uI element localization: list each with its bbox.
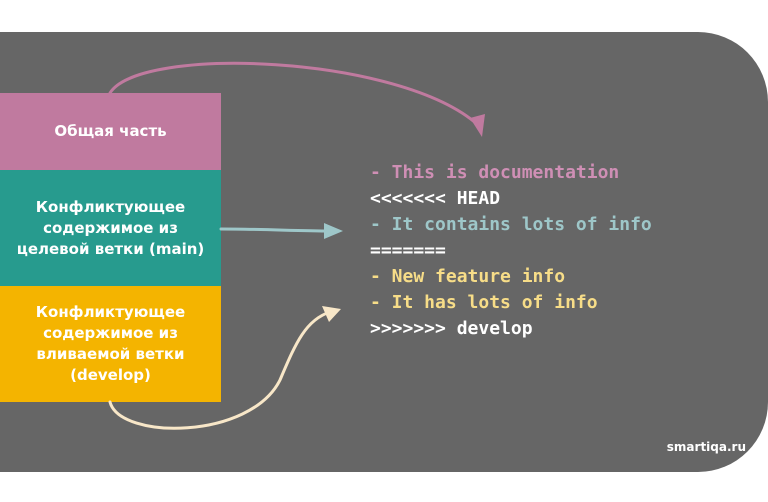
develop-branch-label-line-2: содержимое из bbox=[43, 324, 178, 342]
main-arrowhead-icon bbox=[324, 223, 343, 239]
main-arrow bbox=[219, 227, 332, 233]
develop-branch-box: Конфликтующее содержимое из вливаемой ве… bbox=[0, 286, 221, 402]
conflict-code-block: - This is documentation <<<<<<< HEAD - I… bbox=[370, 160, 652, 342]
code-line: >>>>>>> develop bbox=[370, 318, 533, 339]
common-arrowhead-icon bbox=[470, 114, 485, 137]
develop-branch-label-line-4: (develop) bbox=[70, 366, 151, 384]
main-branch-box: Конфликтующее содержимое из целевой ветк… bbox=[0, 170, 221, 286]
main-branch-label-line-1: Конфликтующее bbox=[35, 197, 186, 216]
code-line: - This is documentation bbox=[370, 162, 620, 183]
code-line: - New feature info bbox=[370, 266, 566, 287]
common-arrow bbox=[108, 61, 480, 127]
code-line: <<<<<<< HEAD bbox=[370, 188, 501, 209]
code-line: ======= bbox=[370, 240, 446, 261]
common-part-box: Общая часть bbox=[0, 93, 221, 170]
develop-arrow bbox=[108, 310, 332, 430]
main-branch-label-line-3: целевой ветки (main) bbox=[16, 239, 205, 258]
common-part-label: Общая часть bbox=[54, 122, 167, 140]
code-line: - It contains lots of info bbox=[370, 214, 652, 235]
develop-branch-label-line-3: вливаемой ветки bbox=[36, 345, 185, 363]
code-line: - It has lots of info bbox=[370, 292, 598, 313]
develop-branch-label-line-1: Конфликтующее bbox=[35, 303, 186, 321]
main-branch-label-line-2: содержимое из bbox=[43, 218, 178, 237]
develop-arrowhead-icon bbox=[322, 306, 341, 322]
watermark: smartiqa.ru bbox=[666, 440, 746, 454]
